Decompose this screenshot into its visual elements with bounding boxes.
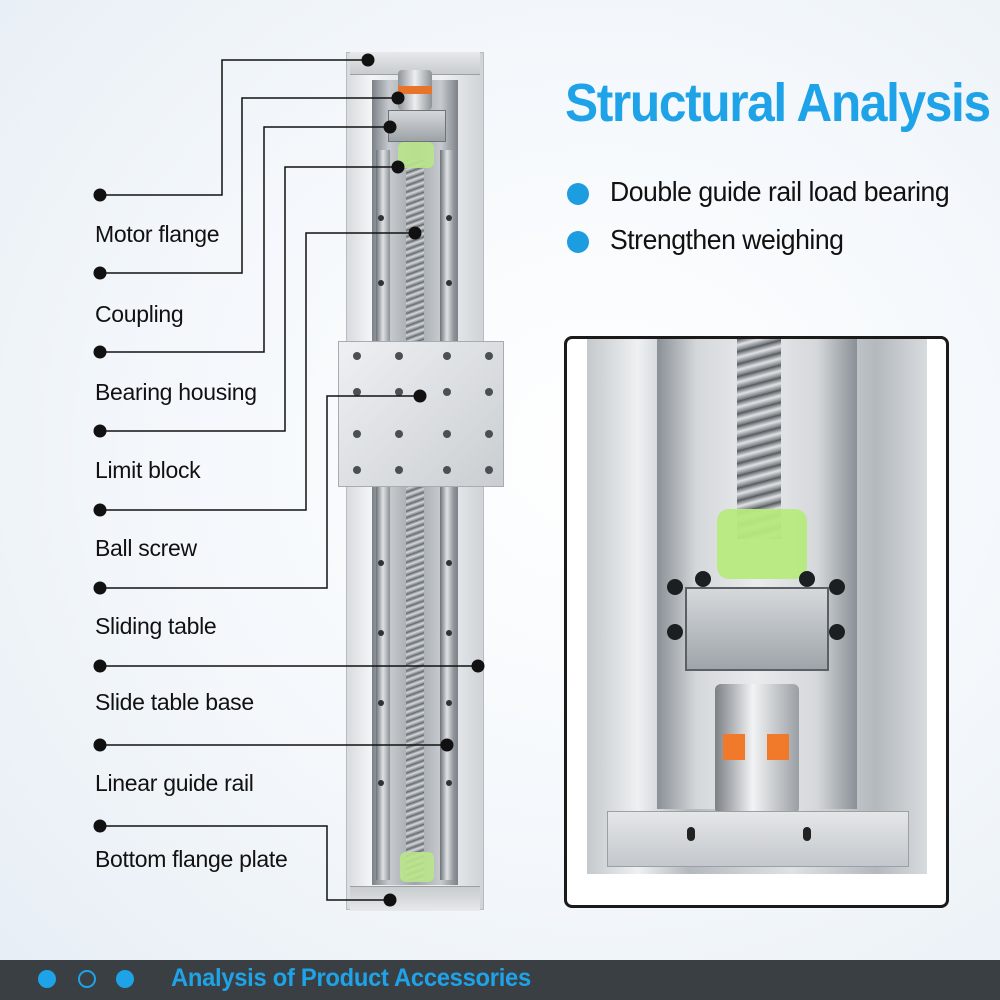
closeup-slot [803,827,811,841]
table-hole [395,430,403,438]
label-linear-guide-rail: Linear guide rail [95,770,254,796]
closeup-limit-block-shape [717,509,807,579]
linear-guide-rail-right-shape [440,150,454,880]
footer-bar [0,960,1000,1000]
label-slide-table-base: Slide table base [95,689,254,715]
footer-dot-icon [38,970,56,988]
closeup-bolt [695,571,711,587]
detail-closeup-image [564,336,949,908]
bullet-dot-icon [567,231,589,253]
label-limit-block: Limit block [95,457,201,483]
label-bearing-housing: Bearing housing [95,379,257,405]
footer-title: Analysis of Product Accessories [171,964,531,992]
label-motor-flange: Motor flange [95,221,220,247]
rail-hole [446,630,452,636]
closeup-bolt [667,579,683,595]
rail-hole [446,215,452,221]
closeup-bolt [829,579,845,595]
table-hole [353,388,361,396]
callout-lines [93,53,485,907]
table-hole [485,466,493,474]
table-hole [395,466,403,474]
feature-bullet: Double guide rail load bearing [610,176,950,207]
footer-dot-icon [116,970,134,988]
closeup-slot [687,827,695,841]
closeup-spider-shape [723,734,745,760]
closeup-bearing-housing-shape [685,587,829,671]
rail-hole [446,780,452,786]
table-hole [485,388,493,396]
label-coupling: Coupling [95,301,184,327]
table-hole [353,430,361,438]
bottom-flange-plate-shape [350,886,480,911]
limit-block-top-shape [398,142,434,168]
closeup-motor-flange-shape [607,811,909,867]
ball-screw-shape [406,160,424,880]
table-hole [443,352,451,360]
rail-hole [378,560,384,566]
footer-ring-icon [78,970,96,988]
closeup-spider-shape [767,734,789,760]
closeup-ball-screw-shape [737,339,781,539]
closeup-bolt [667,624,683,640]
rail-hole [378,215,384,221]
rail-hole [378,700,384,706]
page-title: Structural Analysis [565,73,991,133]
linear-guide-rail-left-shape [376,150,390,880]
label-bottom-flange-plate: Bottom flange plate [95,846,288,872]
rail-hole [446,560,452,566]
feature-bullet: Strengthen weighing [610,224,844,255]
table-hole [443,466,451,474]
bullet-dot-icon [567,183,589,205]
closeup-bolt [799,571,815,587]
rail-hole [446,700,452,706]
rail-hole [378,780,384,786]
table-hole [485,352,493,360]
closeup-bolt [829,624,845,640]
table-hole [353,466,361,474]
rail-hole [446,280,452,286]
table-hole [353,352,361,360]
table-hole [395,352,403,360]
rail-hole [378,630,384,636]
label-sliding-table: Sliding table [95,613,217,639]
rail-hole [378,280,384,286]
limit-block-bottom-shape [400,852,434,882]
table-hole [395,388,403,396]
table-hole [485,430,493,438]
label-ball-screw: Ball screw [95,535,197,561]
sliding-table-shape [338,341,504,487]
table-hole [443,388,451,396]
coupling-spider-shape [398,86,432,94]
table-hole [443,430,451,438]
